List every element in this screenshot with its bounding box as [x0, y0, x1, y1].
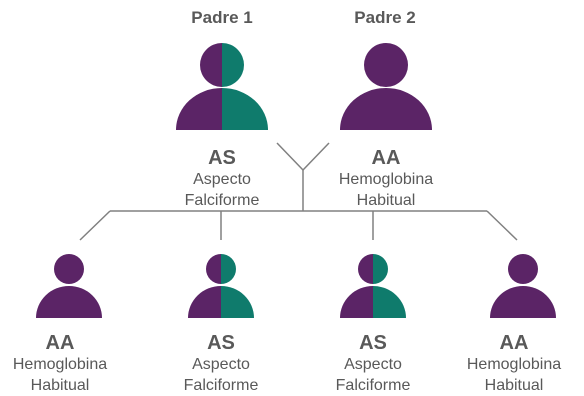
parent2-caption: AA Hemoglobina Habitual [316, 147, 456, 211]
child4-desc-line1: Hemoglobina [466, 356, 562, 373]
child3-desc-line1: Aspecto [344, 356, 402, 373]
parent1-genotype: AS [208, 147, 236, 169]
child3-desc-line2: Falciforme [335, 377, 411, 394]
parent1-title: Padre 1 [191, 8, 253, 27]
child2-desc-line1: Aspecto [192, 356, 250, 373]
connector-parent1 [276, 142, 304, 171]
child3-split-person-icon [340, 254, 406, 318]
parent1-caption: AS Aspecto Falciforme [152, 147, 292, 211]
child1-caption: AA Hemoglobina Habitual [0, 332, 130, 396]
child2-desc-line2: Falciforme [183, 377, 259, 394]
child2-caption: AS Aspecto Falciforme [151, 332, 291, 396]
child4-person-icon [490, 254, 556, 318]
child1-desc-line2: Habitual [30, 377, 90, 394]
connector-child1 [79, 210, 111, 241]
child1-person-icon [36, 254, 102, 318]
child2-genotype: AS [207, 332, 235, 354]
parent2-desc-line2: Habitual [356, 192, 416, 209]
parent1-split-person-icon [176, 43, 268, 130]
child1-genotype: AA [45, 332, 75, 354]
connector-parent2 [302, 142, 330, 171]
child4-caption: AA Hemoglobina Habitual [444, 332, 584, 396]
child3-caption: AS Aspecto Falciforme [303, 332, 443, 396]
parent2-person-icon [340, 43, 432, 130]
child2-split-person-icon [188, 254, 254, 318]
connector-child4 [486, 210, 518, 241]
parent2-desc-line1: Hemoglobina [338, 171, 434, 188]
child1-desc-line1: Hemoglobina [12, 356, 108, 373]
child4-genotype: AA [499, 332, 529, 354]
child4-desc-line2: Habitual [484, 377, 544, 394]
parent1-desc-line2: Falciforme [184, 192, 260, 209]
parent2-title: Padre 2 [354, 8, 416, 27]
parent1-desc-line1: Aspecto [193, 171, 251, 188]
child3-genotype: AS [359, 332, 387, 354]
parent2-genotype: AA [371, 147, 401, 169]
